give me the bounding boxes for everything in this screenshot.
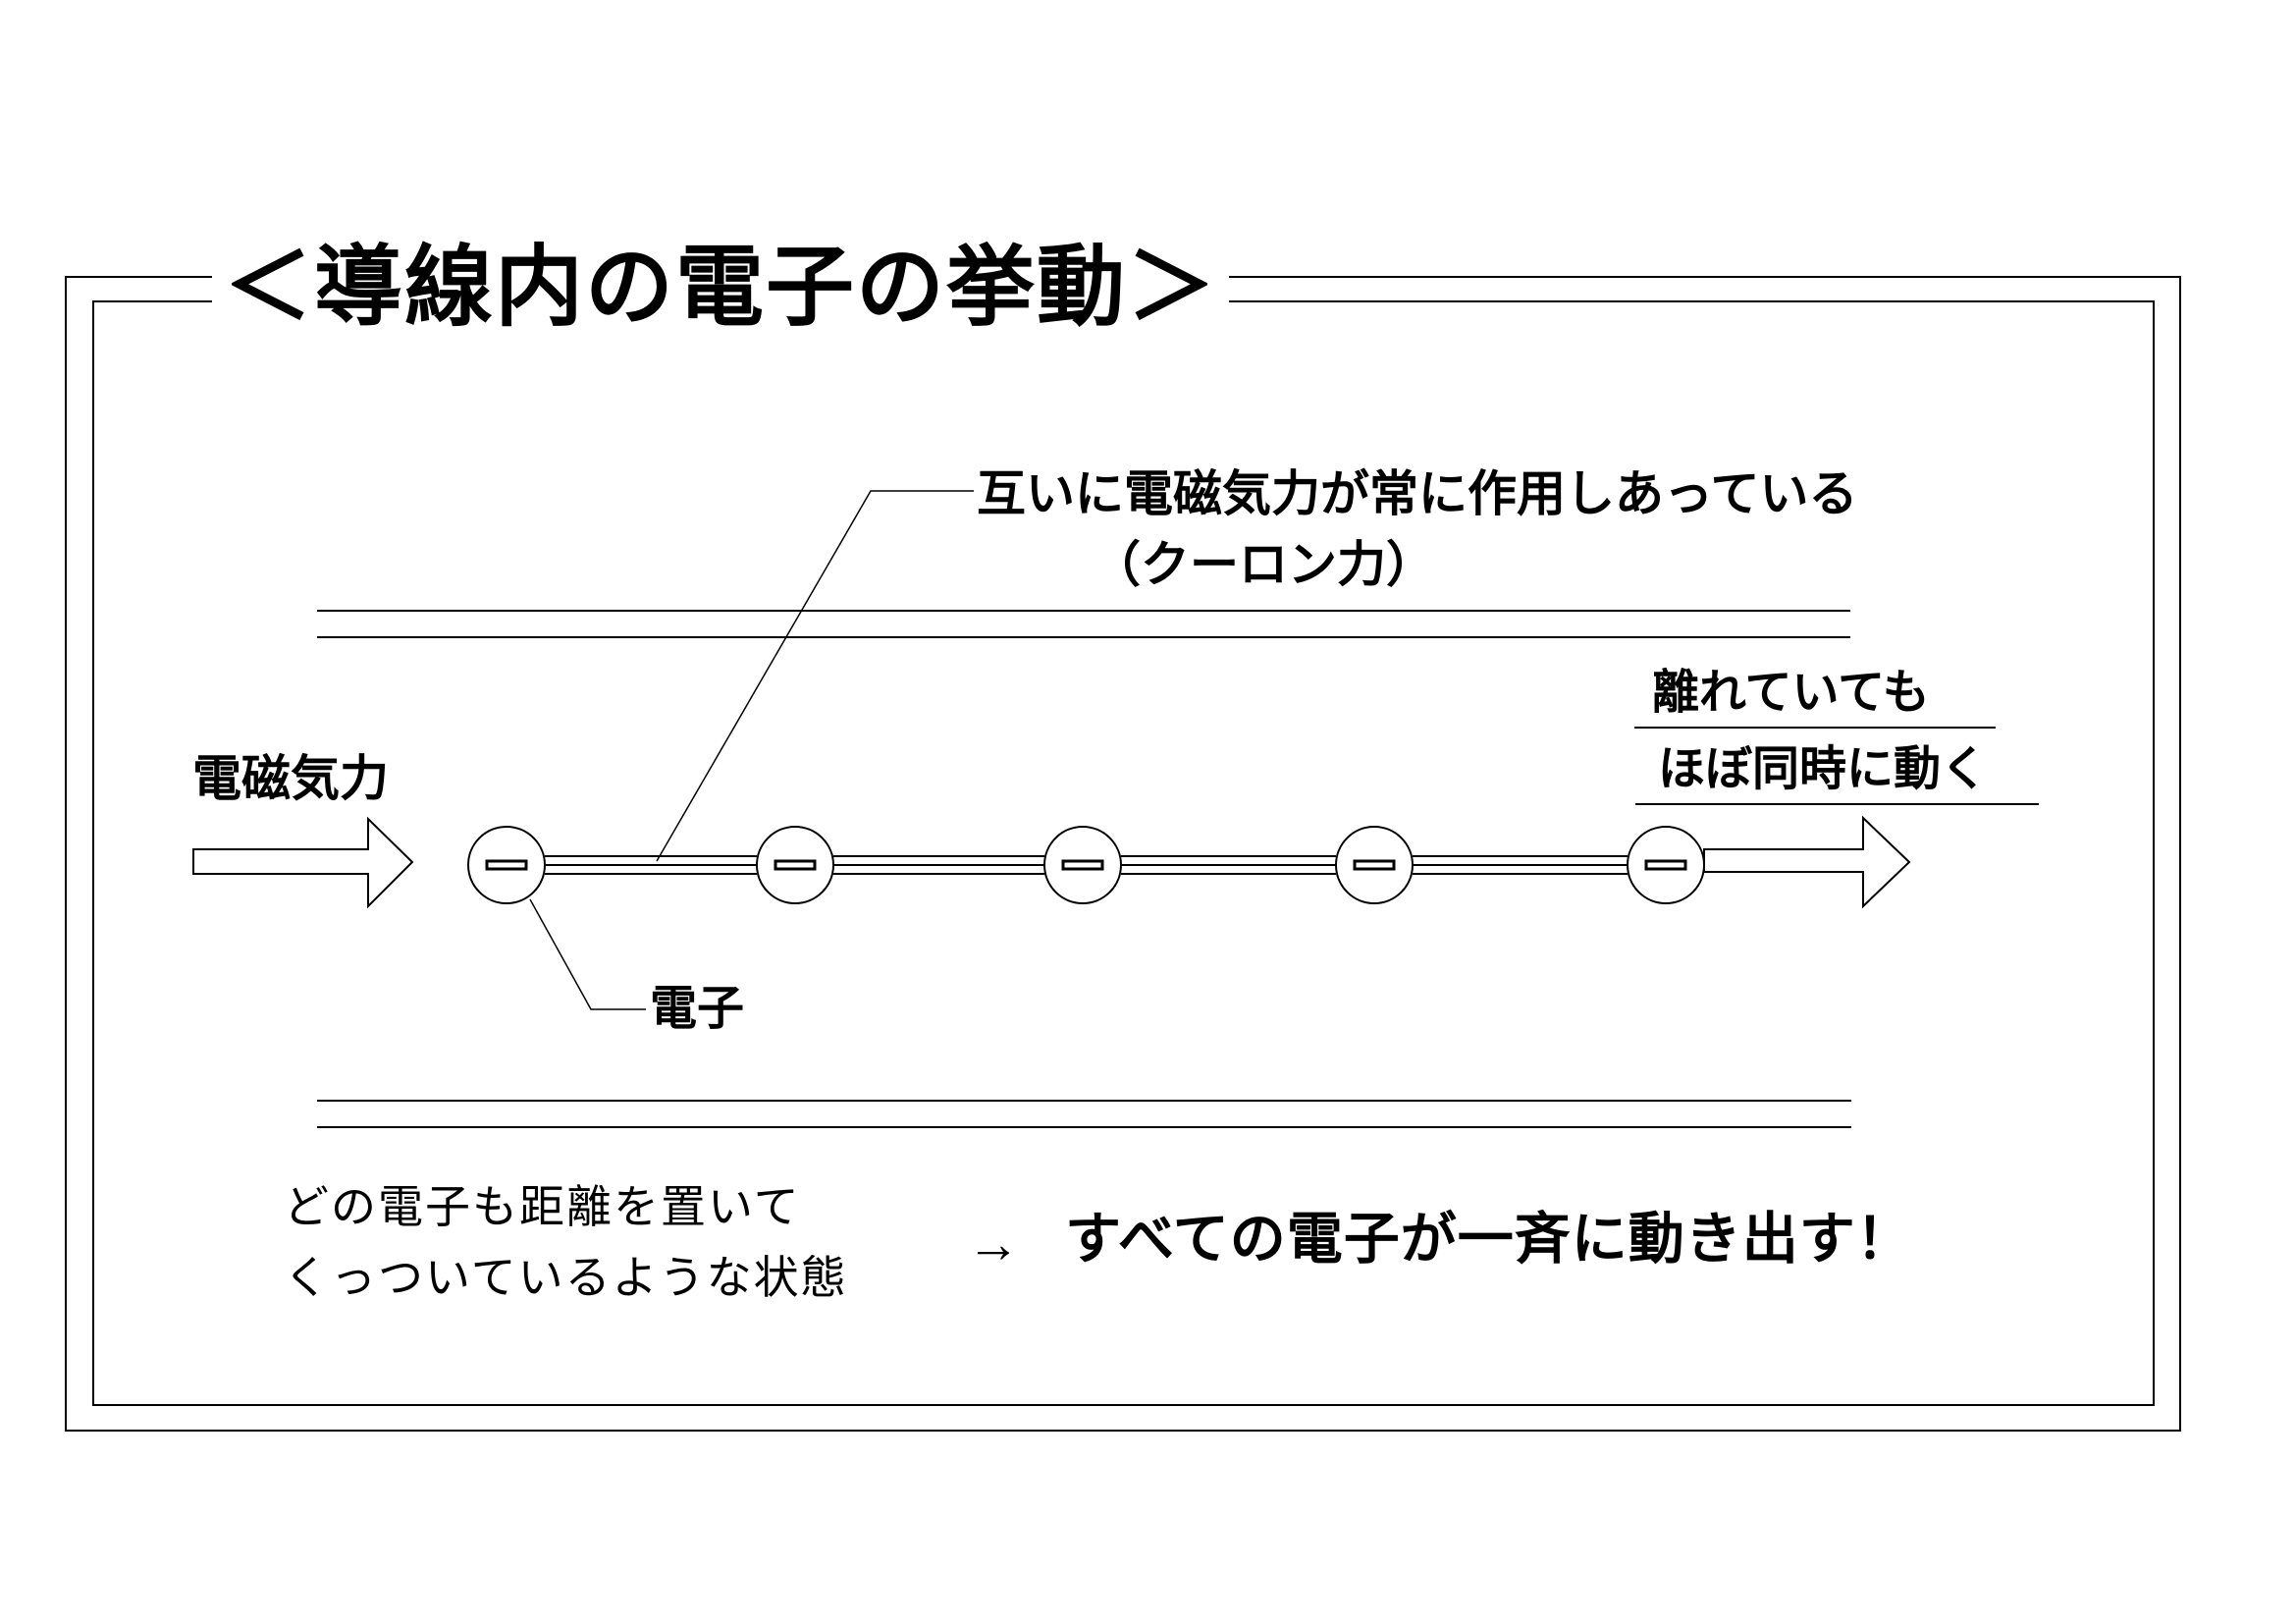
callout-leader-line [656,490,974,862]
minus-icon [1061,859,1104,871]
electron-leader-line [529,898,646,1010]
coulomb-callout-line1: 互いに電磁気力が常に作用しあっている [977,466,1858,521]
electron-chain [467,826,1705,904]
conclusion-text: すべての電子が一斉に動き出す！ [1065,1208,1913,1271]
right-note-line2: ほぼ同時に動く [1658,743,1989,795]
minus-icon [1353,859,1396,871]
bottom-note-line2: くっついているような状態 [284,1252,848,1303]
coulomb-callout-line2: （クーロン力） [1092,537,1435,592]
force-arrow-left [192,816,414,909]
force-label: 電磁気力 [192,751,389,806]
minus-icon [485,859,528,871]
motion-arrow-right [1703,815,1911,909]
minus-icon [1644,859,1687,871]
right-note-line1: 離れていても [1652,667,1930,719]
bottom-note-line1: どの電子も距離を置いて [284,1181,801,1232]
implies-arrow: → [967,1215,1020,1273]
page-title: ＜導線内の電子の挙動＞ [212,244,1229,332]
electron-label: 電子 [650,983,745,1035]
minus-icon [774,859,817,871]
